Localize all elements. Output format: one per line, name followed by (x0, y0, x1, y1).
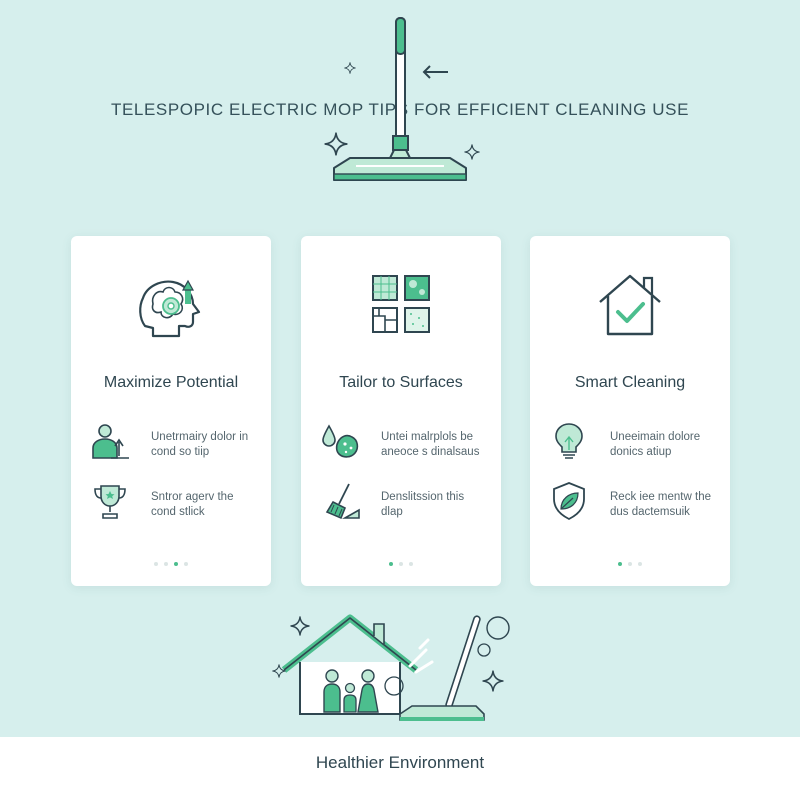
bubble-icon (384, 676, 404, 696)
tip-card-maximize-potential: Maximize Potential Unetrmairy dolor in c… (71, 236, 271, 586)
pagination-dots (71, 562, 271, 566)
tip-card-smart-cleaning: Smart Cleaning Uneeimain dolore donics a… (530, 236, 730, 586)
drops-sponge-icon (319, 420, 361, 462)
card-title: Tailor to Surfaces (339, 374, 463, 391)
pagination-dot[interactable] (638, 562, 642, 566)
tip-text: Unetrmairy dolor in cond so tiip (151, 430, 261, 460)
sparkle-icon (344, 62, 356, 74)
tip-line: Untei malrplols be (381, 431, 474, 443)
bubble-icon (477, 643, 491, 657)
footer-label: Healthier Environment (315, 753, 485, 772)
pagination-dots (530, 562, 730, 566)
tip-item: Denslitssion this dlap (319, 480, 491, 526)
tip-text: Denslitssion this dlap (381, 490, 491, 520)
shield-leaf-icon (548, 480, 590, 522)
pagination-dots (301, 562, 501, 566)
tip-card-tailor-to-surfaces: Tailor to Surfaces Untei malrplols be an… (301, 236, 501, 586)
bubble-icon (486, 616, 510, 640)
mop-icon (399, 615, 485, 721)
mop-icon (324, 17, 480, 181)
tip-item: Reck iee mentw the dus dactemsuik (548, 480, 720, 526)
tip-item: Sntror agerv the cond stlick (89, 480, 261, 526)
tip-line: cond stlick (151, 506, 205, 518)
pagination-dot[interactable] (628, 562, 632, 566)
house-family-icon (281, 614, 419, 715)
sparkle-icon (324, 132, 348, 156)
trophy-icon (89, 480, 131, 522)
tip-item: Unetrmairy dolor in cond so tiip (89, 420, 261, 466)
sparkle-icon (290, 616, 310, 636)
person-growth-icon (89, 420, 131, 462)
pagination-dot[interactable] (164, 562, 168, 566)
tip-line: Denslitssion this (381, 491, 465, 503)
tip-line: dus dactemsuik (610, 506, 690, 518)
broom-dustpan-icon (319, 480, 361, 522)
card-title: Smart Cleaning (574, 374, 686, 391)
pagination-dot[interactable] (399, 562, 403, 566)
pagination-dot[interactable] (389, 562, 393, 566)
tip-text: Untei malrplols be aneoce s dinalsaus (381, 430, 491, 460)
arrow-left-icon (422, 65, 448, 79)
pagination-dot[interactable] (174, 562, 178, 566)
house-check-icon (590, 264, 670, 344)
tip-line: Sntror agerv the (151, 491, 234, 503)
pagination-dot[interactable] (618, 562, 622, 566)
pagination-dot[interactable] (184, 562, 188, 566)
tip-line: dlap (381, 506, 403, 518)
head-gear-growth-icon (131, 264, 211, 344)
tip-line: cond so tiip (151, 446, 210, 458)
tip-line: Unetrmairy dolor in (151, 431, 249, 443)
surface-tiles-icon (361, 264, 441, 344)
tip-text: Sntror agerv the cond stlick (151, 490, 261, 520)
sparkle-icon (464, 144, 480, 160)
tip-line: donics atiup (610, 446, 672, 458)
pagination-dot[interactable] (154, 562, 158, 566)
tip-line: aneoce s dinalsaus (381, 446, 480, 458)
tip-item: Untei malrplols be aneoce s dinalsaus (319, 420, 491, 466)
tip-text: Uneeimain dolore donics atiup (610, 430, 720, 460)
lightbulb-icon (548, 420, 590, 462)
tip-item: Uneeimain dolore donics atiup (548, 420, 720, 466)
card-title: Maximize Potential (103, 374, 239, 391)
tip-text: Reck iee mentw the dus dactemsuik (610, 490, 720, 520)
tip-line: Reck iee mentw the (610, 491, 711, 503)
pagination-dot[interactable] (409, 562, 413, 566)
footer-band: Healthier Environment (0, 737, 800, 800)
house-family-illustration (272, 614, 510, 721)
sparkle-icon (482, 670, 504, 692)
tip-line: Uneeimain dolore (610, 431, 701, 443)
